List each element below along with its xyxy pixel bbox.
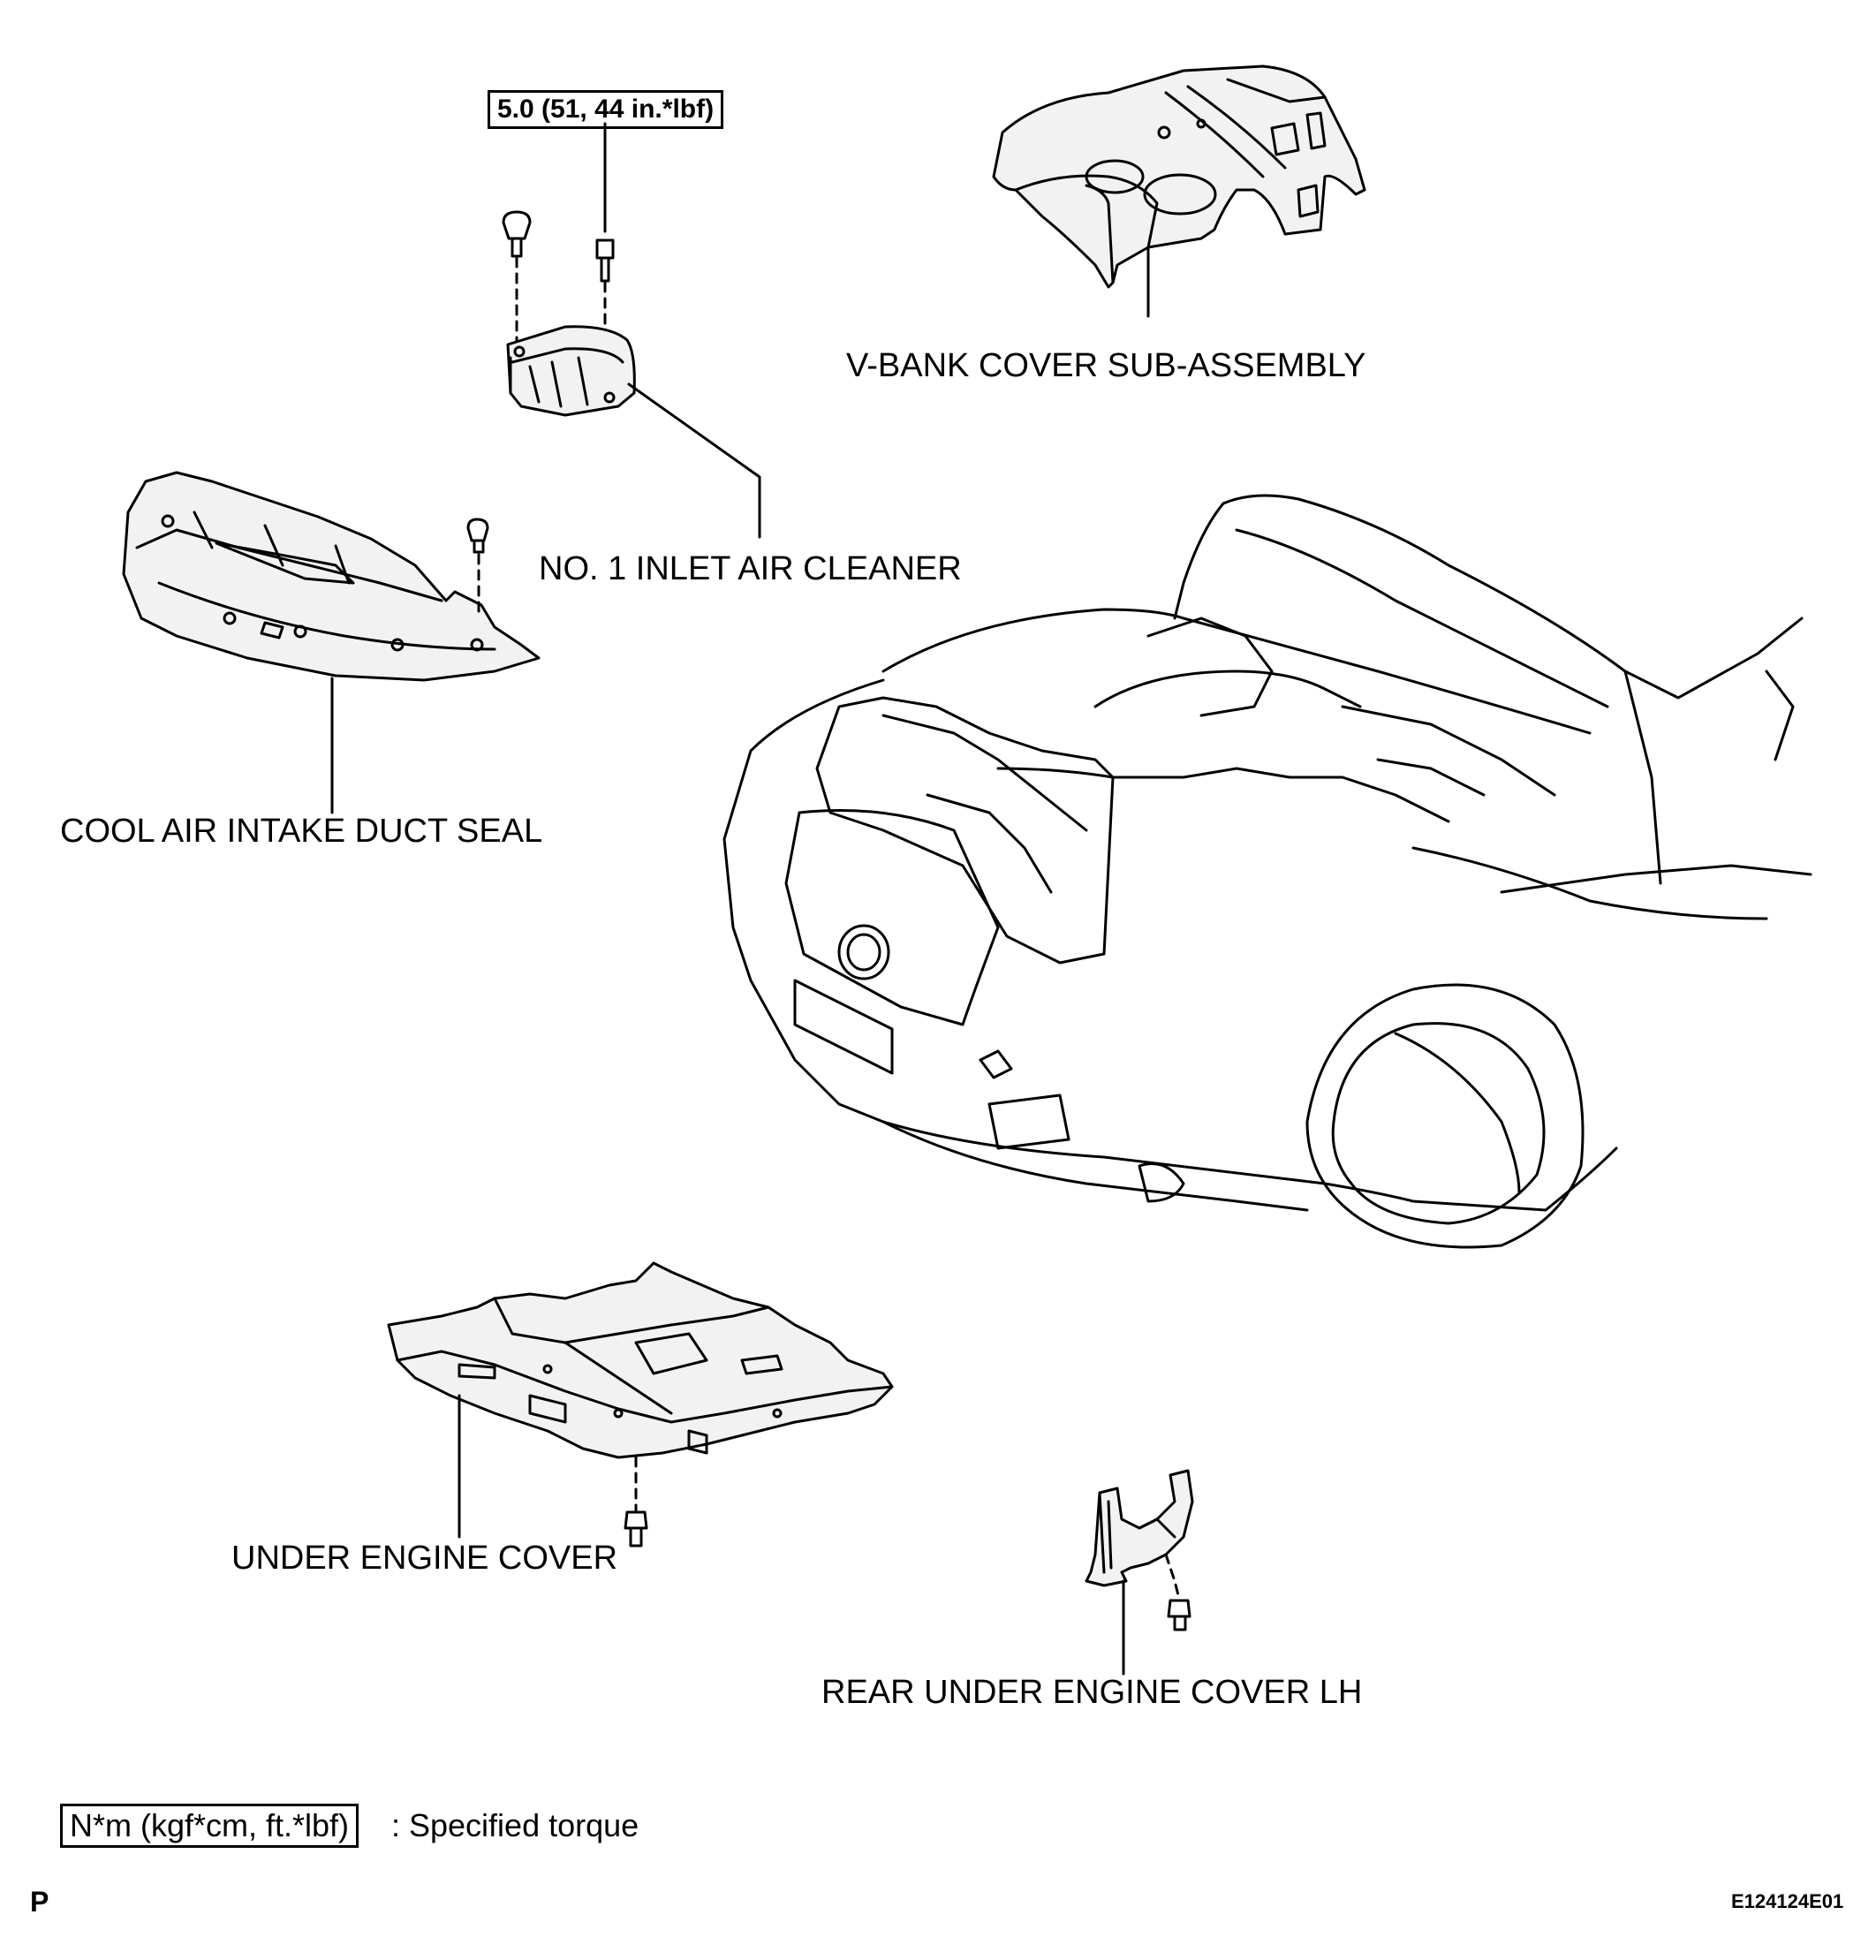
- legend-unit-box: N*m (kgf*cm, ft.*lbf): [60, 1804, 359, 1848]
- corner-letter: P: [30, 1886, 49, 1918]
- label-vbank-cover: V-BANK COVER SUB-ASSEMBLY: [846, 347, 1366, 384]
- torque-callout: 5.0 (51, 44 in.*lbf): [488, 90, 724, 129]
- label-rear-under-engine-cover: REAR UNDER ENGINE COVER LH: [821, 1674, 1363, 1711]
- legend-description: : Specified torque: [391, 1807, 639, 1843]
- under-engine-cover-part: [387, 1261, 894, 1548]
- inlet-air-cleaner-part: [502, 122, 761, 539]
- label-cool-air-intake-duct-seal: COOL AIR INTAKE DUCT SEAL: [60, 813, 543, 850]
- rear-under-engine-cover-part: [1085, 1469, 1194, 1676]
- cool-air-intake-duct-seal-part: [122, 471, 541, 814]
- vehicle-front-illustration: [722, 494, 1812, 1249]
- figure-code: E124124E01: [1731, 1890, 1844, 1912]
- label-under-engine-cover: UNDER ENGINE COVER: [231, 1540, 618, 1577]
- label-inlet-air-cleaner: NO. 1 INLET AIR CLEANER: [539, 550, 962, 587]
- vbank-cover-part: [992, 64, 1366, 318]
